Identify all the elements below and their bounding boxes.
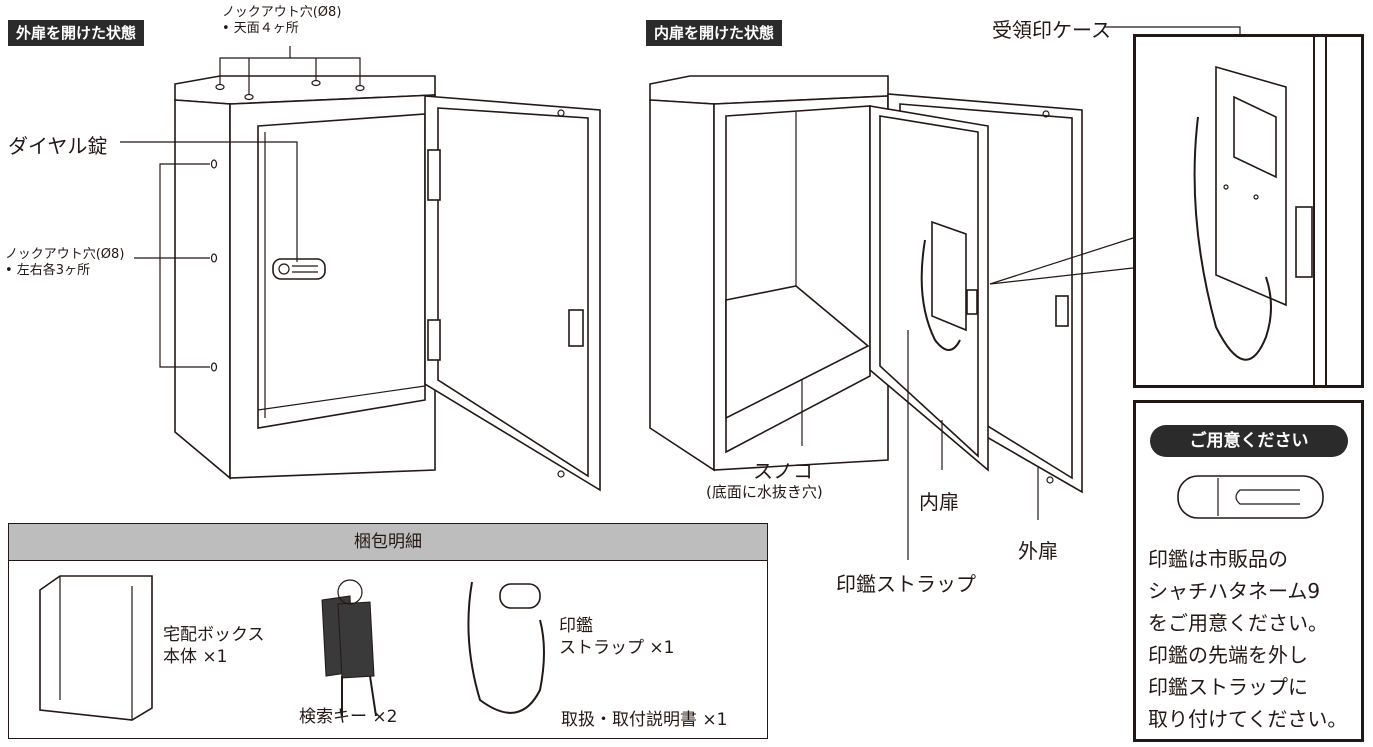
left-view-title: 外扉を開けた状態 [8, 20, 145, 46]
stamp-icon [1177, 475, 1324, 519]
prepare-line: 取り付けてください。 [1148, 707, 1348, 731]
knockout-side-label: ノックアウト穴(Ø8) • 左右各3ヶ所 [5, 247, 124, 279]
receipt-case-label: 受領印ケース [992, 18, 1111, 42]
packing-item-box-line1: 宅配ボックス [163, 625, 265, 645]
packing-item-keys: 検索キー ×2 [299, 707, 398, 727]
receipt-case-zoom [1133, 34, 1364, 388]
packing-item-manual: 取扱・取付説明書 ×1 [561, 710, 728, 730]
right-view-title: 内扉を開けた状態 [646, 20, 783, 46]
dial-lock-label: ダイヤル錠 [8, 134, 108, 158]
packing-item-strap-line1: 印鑑 [559, 616, 593, 636]
sunoko-note: (底面に水抜き穴) [706, 483, 823, 501]
inner-door-label: 内扉 [919, 490, 959, 514]
cabinet-outer-door-open [120, 46, 601, 492]
cabinet-inner-door-open [649, 26, 1241, 560]
packing-header: 梱包明細 [9, 524, 767, 561]
outer-door-label: 外扉 [1018, 539, 1058, 563]
packing-item-box-line2: 本体 ×1 [163, 647, 228, 667]
packing-list: 梱包明細 宅配ボックス 本体 ×1 検索キー ×2 印鑑 ストラップ ×1 取扱… [8, 523, 768, 739]
receipt-case-detail [1193, 37, 1327, 385]
prepare-title: ご用意ください [1150, 425, 1348, 457]
knockout-side-line2: • 左右各3ヶ所 [5, 263, 91, 278]
prepare-box: ご用意ください 印鑑は市販品の シャチハタネーム9 をご用意ください。 印鑑の先… [1133, 400, 1364, 742]
prepare-line: 印鑑は市販品の [1148, 547, 1288, 571]
packing-illustrations [39, 575, 545, 721]
knockout-side-line1: ノックアウト穴(Ø8) [5, 247, 125, 262]
prepare-line: をご用意ください。 [1148, 611, 1328, 635]
stamp-strap-label: 印鑑ストラップ [836, 572, 976, 596]
prepare-line: シャチハタネーム9 [1148, 579, 1321, 603]
prepare-line: 印鑑ストラップに [1148, 675, 1308, 699]
sunoko-label: スノコ [753, 459, 813, 483]
prepare-line: 印鑑の先端を外し [1148, 643, 1308, 667]
knockout-top-line2: • 天面４ヶ所 [222, 21, 299, 36]
knockout-top-line1: ノックアウト穴(Ø8) [222, 5, 342, 20]
packing-item-strap: 印鑑 ストラップ ×1 [559, 615, 674, 659]
knockout-top-label: ノックアウト穴(Ø8) • 天面４ヶ所 [222, 5, 341, 37]
prepare-text: 印鑑は市販品の シャチハタネーム9 をご用意ください。 印鑑の先端を外し 印鑑ス… [1148, 543, 1358, 735]
packing-item-box: 宅配ボックス 本体 ×1 [163, 624, 265, 668]
packing-item-strap-line2: ストラップ ×1 [559, 638, 675, 658]
